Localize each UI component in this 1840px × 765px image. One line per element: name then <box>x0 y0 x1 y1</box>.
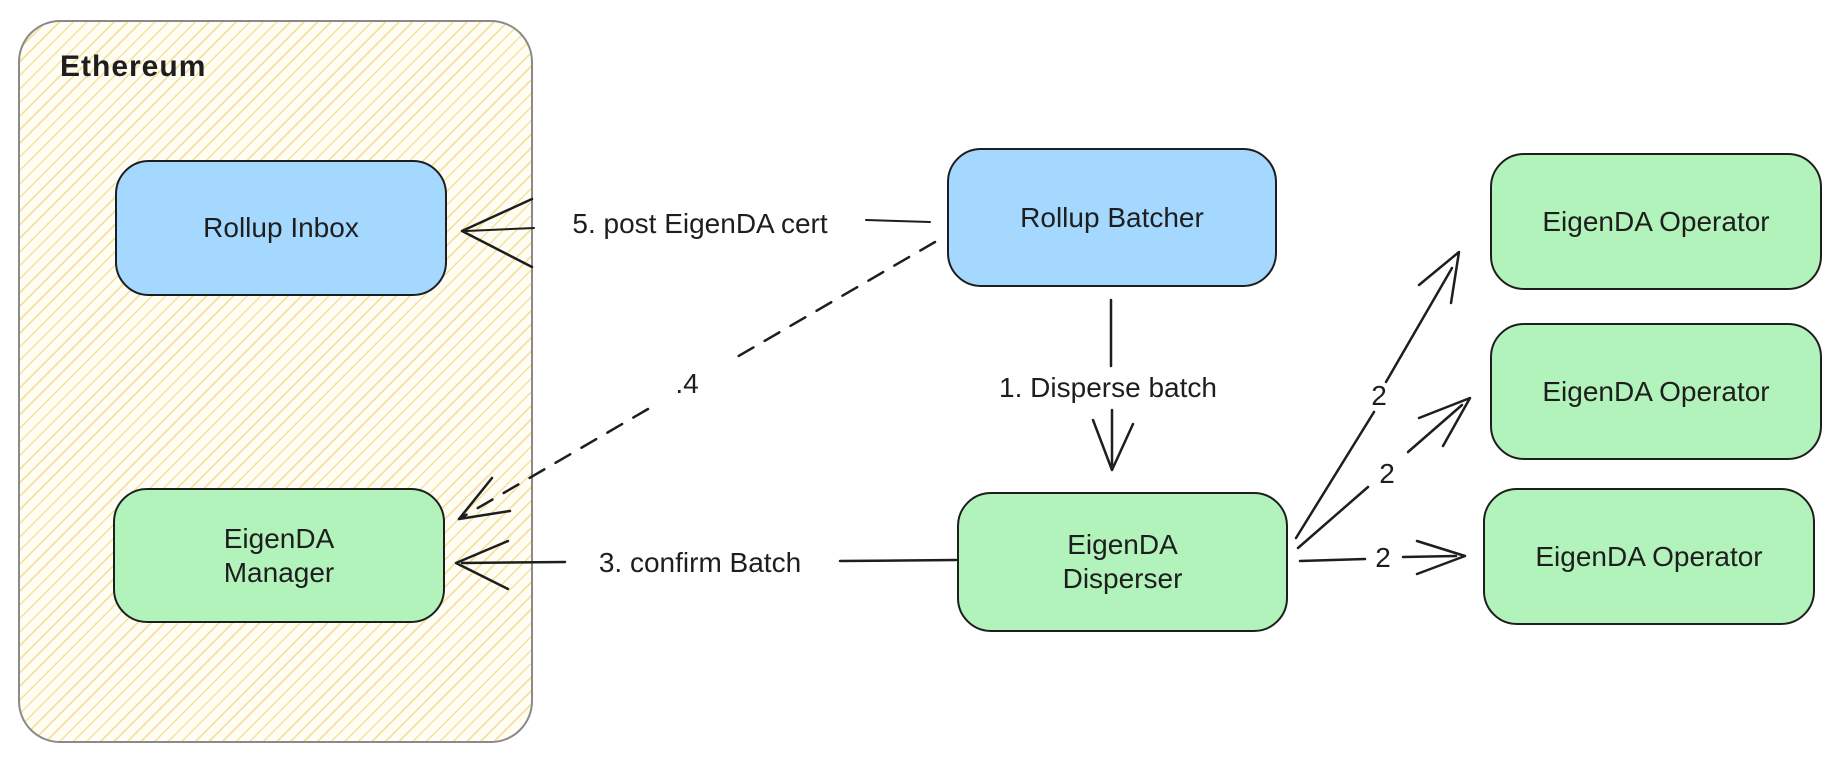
node-eigenda-operator-1-label: EigenDA Operator <box>1542 205 1770 237</box>
edge-disperse-arrowhead <box>1091 418 1135 472</box>
node-eigenda-operator-3-label: EigenDA Operator <box>1535 540 1763 572</box>
edge-confirm-line-right <box>838 558 958 563</box>
node-eigenda-manager-label-line1: EigenDA <box>223 522 335 554</box>
node-eigenda-disperser-label-line1: EigenDA <box>1067 529 1178 560</box>
node-eigenda-manager: EigenDA Manager <box>113 488 445 623</box>
edge-chunks2-arrowhead <box>1417 396 1472 448</box>
node-eigenda-operator-1: EigenDA Operator <box>1490 153 1822 290</box>
edge-cert-dashed-line-bottom <box>457 407 650 521</box>
edge-chunks2-line-bottom <box>1296 485 1370 550</box>
edge-confirm-line-left <box>460 560 567 565</box>
edge-label-cert-to-manager: .4 <box>675 368 699 399</box>
node-eigenda-operator-2: EigenDA Operator <box>1490 323 1822 460</box>
edge-chunks1-line-top <box>1384 266 1454 384</box>
node-eigenda-operator-2-label: EigenDA Operator <box>1542 375 1770 407</box>
node-eigenda-disperser-label-line2: Disperser <box>1062 563 1183 594</box>
node-eigenda-operator-3: EigenDA Operator <box>1483 488 1815 625</box>
edge-chunks3-arrowhead <box>1415 539 1467 576</box>
edge-cert-dashed-line-top <box>728 240 937 363</box>
edge-label-confirm-batch: 3. confirm Batch <box>598 547 802 578</box>
edge-cert-dashed-arrowhead <box>457 476 512 521</box>
ethereum-label: Ethereum <box>60 50 207 83</box>
edge-confirm-arrowhead <box>454 539 510 591</box>
edge-label-chunks-3: 2 <box>1375 542 1391 573</box>
edge-chunks3-line-left <box>1298 557 1367 563</box>
edge-post-cert-arrowhead <box>460 197 534 269</box>
node-eigenda-manager-label-line2: Manager <box>223 556 335 588</box>
edge-post-cert-line-left <box>465 227 535 232</box>
node-rollup-batcher: Rollup Batcher <box>947 148 1277 287</box>
edge-chunks1-line-bottom <box>1294 410 1376 540</box>
edge-label-disperse-batch: 1. Disperse batch <box>999 372 1217 403</box>
node-rollup-inbox-label: Rollup Inbox <box>203 212 359 243</box>
edge-post-cert-line-right <box>865 219 931 223</box>
node-eigenda-disperser: EigenDA Disperser <box>957 492 1288 632</box>
node-rollup-batcher-label: Rollup Batcher <box>1020 201 1204 233</box>
edge-chunks2-line-top <box>1406 403 1464 454</box>
edge-label-chunks-1: 2 <box>1371 380 1387 411</box>
edge-label-chunks-2: 2 <box>1379 458 1395 489</box>
edge-chunks1-arrowhead <box>1417 250 1461 305</box>
node-rollup-inbox: Rollup Inbox <box>115 160 447 296</box>
edge-label-post-cert: 5. post EigenDA cert <box>572 208 828 239</box>
edge-chunks3-line-right <box>1401 554 1458 559</box>
